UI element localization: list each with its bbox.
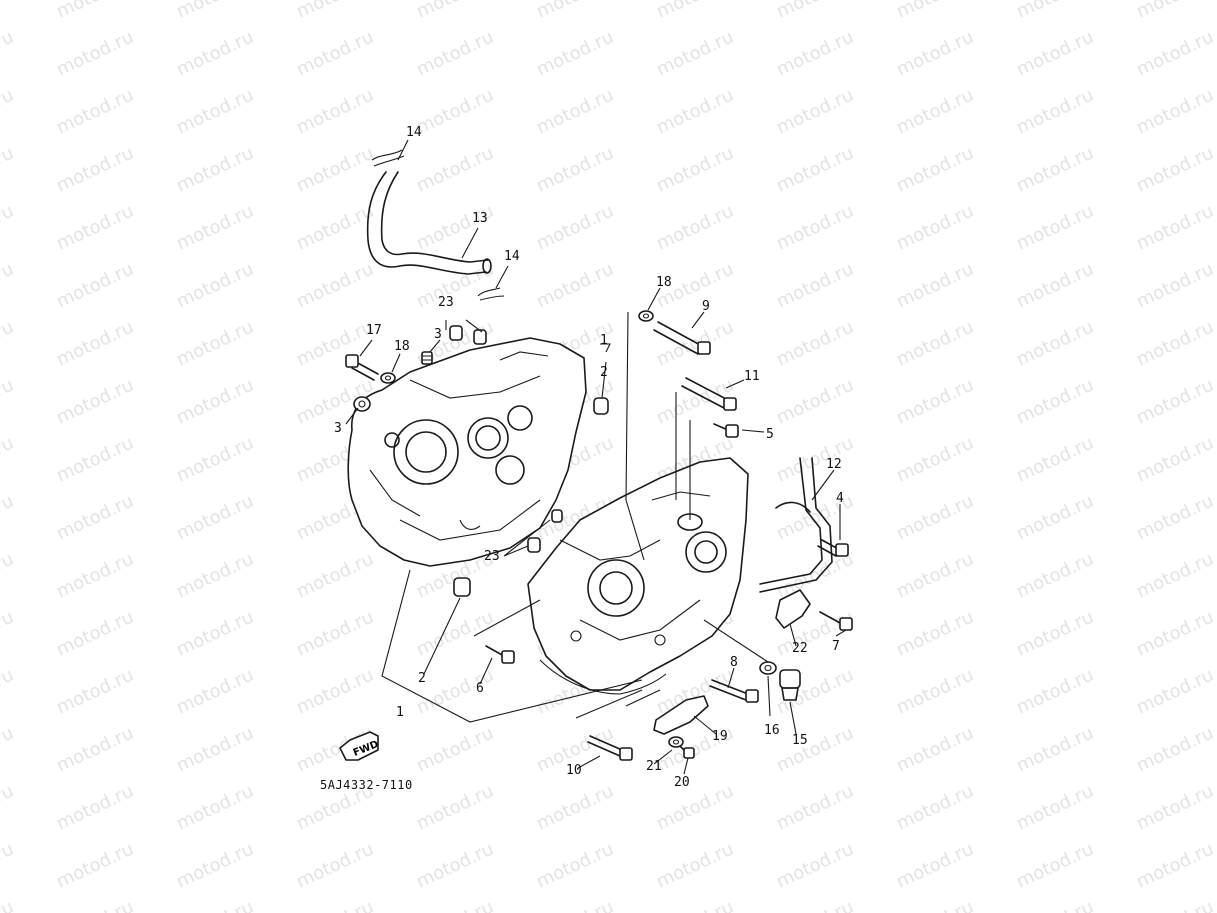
dowel-pins-23-upper [449, 325, 487, 345]
hose-clip-lower [477, 287, 505, 301]
bracket-22 [775, 589, 811, 629]
washer-18-upper [638, 310, 654, 322]
spring-pin-3-upper [421, 351, 433, 365]
left-crankcase [347, 337, 587, 567]
bolt-7 [819, 611, 853, 631]
diagram-code: 5AJ4332-7110 [320, 778, 413, 792]
callout-12: 12 [826, 457, 842, 472]
callout-10: 10 [566, 763, 582, 778]
bolt-11 [681, 377, 737, 411]
callout-14-lower: 14 [504, 249, 520, 264]
callout-14-upper: 14 [406, 125, 422, 140]
callout-1-upper: 1 [600, 333, 608, 348]
callout-13: 13 [472, 211, 488, 226]
callout-9: 9 [702, 299, 710, 314]
fwd-arrow-icon: FWD [339, 731, 380, 761]
drain-plug-15 [779, 669, 801, 701]
callout-20: 20 [674, 775, 690, 790]
callout-11: 11 [744, 369, 760, 384]
bolt-8 [709, 679, 759, 703]
callout-2-upper: 2 [600, 365, 608, 380]
callout-8: 8 [730, 655, 738, 670]
washer-21 [668, 736, 684, 748]
callout-23-lower: 23 [484, 549, 500, 564]
callout-1-lower: 1 [396, 705, 404, 720]
bolt-6 [485, 645, 515, 664]
dowel-pin-2-lower [453, 577, 471, 597]
breather-hose [366, 171, 492, 275]
bolt-5 [713, 423, 739, 438]
callout-4: 4 [836, 491, 844, 506]
leader-lines [345, 139, 847, 775]
bolt-17 [345, 354, 379, 381]
oil-pipe-12 [759, 457, 833, 593]
washer-16 [759, 661, 777, 675]
callout-19: 19 [712, 729, 728, 744]
callout-18-upper: 18 [656, 275, 672, 290]
callout-5: 5 [766, 427, 774, 442]
hose-clip-upper [371, 149, 405, 167]
callout-23-upper: 23 [438, 295, 454, 310]
plate-19 [653, 695, 709, 735]
callout-3-left: 3 [334, 421, 342, 436]
callout-3-upper: 3 [434, 327, 442, 342]
collar-3-left [353, 396, 371, 412]
callout-18-left: 18 [394, 339, 410, 354]
callout-15: 15 [792, 733, 808, 748]
bolt-10 [587, 735, 633, 761]
callouts: 14 13 14 23 17 18 3 3 18 9 1 2 11 5 12 4… [334, 125, 844, 790]
callout-21: 21 [646, 759, 662, 774]
callout-7: 7 [832, 639, 840, 654]
callout-17: 17 [366, 323, 382, 338]
callout-2-lower: 2 [418, 671, 426, 686]
callout-6: 6 [476, 681, 484, 696]
right-crankcase [527, 457, 749, 695]
callout-22: 22 [792, 641, 808, 656]
dowel-pin-2-upper [593, 397, 609, 415]
bolt-20 [677, 743, 695, 759]
dowel-pins-23-lower [527, 509, 563, 553]
washer-18-left [380, 372, 396, 384]
bolt-9 [653, 321, 711, 355]
bolt-4 [817, 539, 849, 557]
callout-16: 16 [764, 723, 780, 738]
